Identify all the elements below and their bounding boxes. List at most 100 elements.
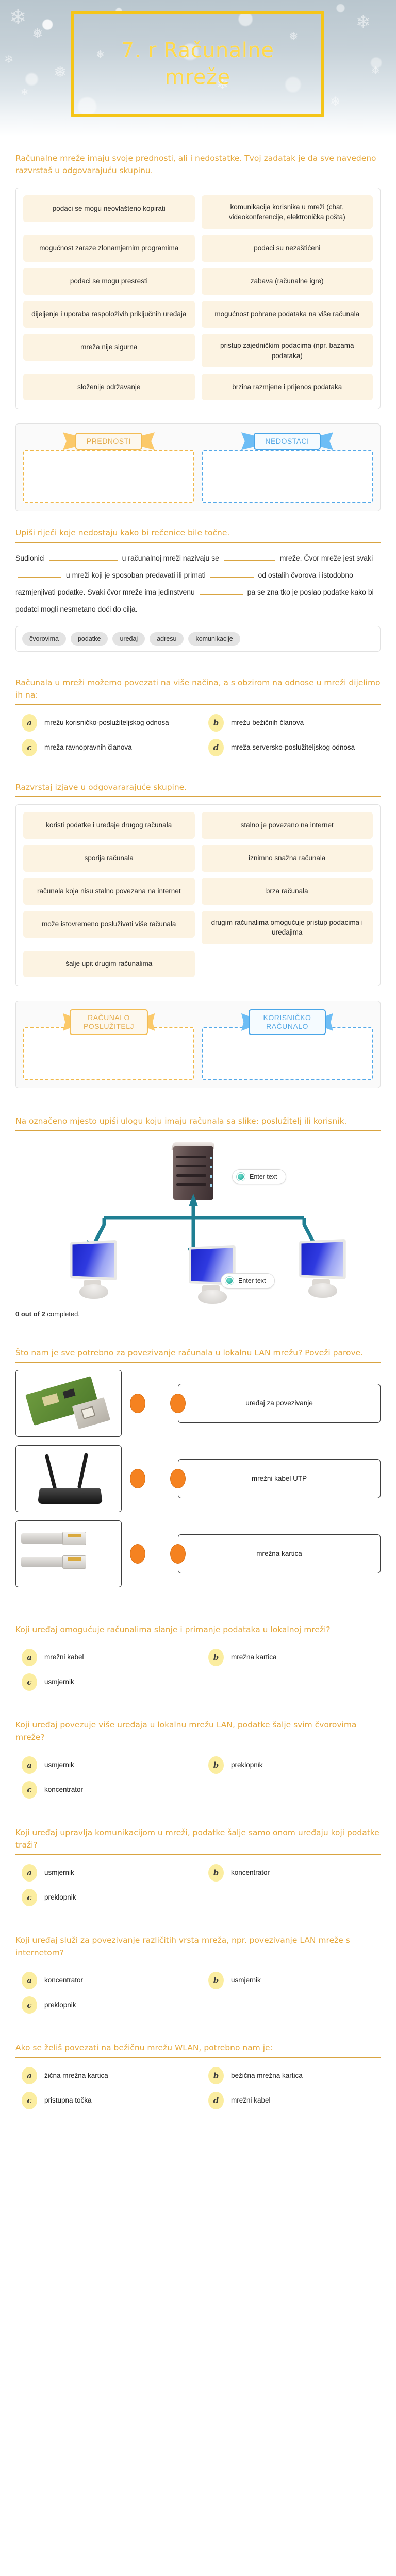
draggable-tile[interactable]: brza računala: [201, 877, 373, 905]
cloze-blank-2[interactable]: [223, 553, 275, 561]
draggable-tile[interactable]: računala koja nisu stalno povezana na in…: [23, 877, 195, 905]
draggable-tile[interactable]: sporija računala: [23, 844, 195, 872]
option-b[interactable]: b preklopnik: [202, 1756, 381, 1774]
option-key-bubble: b: [208, 1649, 224, 1667]
word-chip[interactable]: podatke: [70, 632, 108, 646]
match-label[interactable]: mrežni kabel UTP: [178, 1459, 381, 1499]
cloze-blank-5[interactable]: [199, 587, 243, 595]
word-chip[interactable]: adresu: [150, 632, 184, 646]
draggable-tile[interactable]: mreža nije sigurna: [23, 334, 195, 361]
option-a[interactable]: a usmjernik: [15, 1756, 194, 1774]
option-label: mreža serversko-poslužiteljskog odnosa: [231, 743, 355, 751]
option-key-bubble: a: [22, 1756, 37, 1774]
option-a[interactable]: a mrežni kabel: [15, 1649, 194, 1667]
snowflake-icon: ❅: [32, 26, 43, 41]
server-slot: [176, 1156, 206, 1159]
match-right: uređaj za povezivanje: [170, 1370, 381, 1437]
monitor-screen: [299, 1239, 346, 1280]
dropzone-label: NEDOSTACI: [254, 432, 321, 450]
dropzone-label: PREDNOSTI: [75, 432, 142, 450]
match-connector-dot[interactable]: [130, 1394, 145, 1414]
cloze-text-part: u mreži koji je sposoban predavati ili p…: [65, 571, 206, 580]
question-4: Razvrstaj izjave u odgovararajuće skupin…: [15, 756, 381, 1089]
cloze-text-part: od ostalih čvorova i istodobno razmjenji…: [15, 571, 353, 597]
match-connector-dot[interactable]: [130, 1544, 145, 1564]
word-chip[interactable]: uređaj: [112, 632, 145, 646]
dropzone-korisnicko-racunalo[interactable]: KORISNIČKO RAČUNALO: [202, 1009, 373, 1081]
option-c[interactable]: c koncentrator: [15, 1781, 194, 1799]
draggable-tile[interactable]: mogućnost pohrane podataka na više račun…: [201, 301, 373, 328]
drop-target[interactable]: [202, 450, 373, 504]
dropzone-racunalo-posluzitelj[interactable]: RAČUNALO POSLUŽITELJ: [23, 1009, 194, 1081]
match-label[interactable]: uređaj za povezivanje: [178, 1384, 381, 1423]
option-a[interactable]: a usmjernik: [15, 1864, 194, 1882]
server-image: [169, 1140, 218, 1201]
drop-target[interactable]: [23, 450, 194, 504]
option-b[interactable]: b koncentrator: [202, 1864, 381, 1882]
option-d[interactable]: d mreža serversko-poslužiteljskog odnosa: [202, 738, 381, 756]
option-b[interactable]: b bežična mrežna kartica: [202, 2067, 381, 2085]
option-label: koncentrator: [44, 1786, 84, 1794]
cloze-blank-1[interactable]: [49, 553, 118, 561]
dropzone-prednosti[interactable]: PREDNOSTI: [23, 432, 194, 504]
draggable-tile[interactable]: brzina razmjene i prijenos podataka: [201, 374, 373, 401]
draggable-tile[interactable]: može istovremeno posluživati više računa…: [23, 910, 195, 938]
option-b[interactable]: b mrežu bežičnih članova: [202, 714, 381, 732]
match-left: [15, 1445, 170, 1513]
cloze-blank-4[interactable]: [210, 570, 254, 578]
divider: [15, 1362, 381, 1363]
option-c[interactable]: c preklopnik: [15, 1889, 194, 1907]
hotspot-placeholder: Enter text: [250, 1173, 277, 1181]
draggable-tile[interactable]: podaci su nezaštićeni: [201, 235, 373, 262]
match-left: [15, 1520, 170, 1588]
option-c[interactable]: c preklopnik: [15, 1996, 194, 2014]
hotspot-input-client[interactable]: Enter text: [221, 1273, 275, 1289]
draggable-tile[interactable]: komunikacija korisnika u mreži (chat, vi…: [201, 195, 373, 229]
option-a[interactable]: a mrežu korisničko-poslužiteljskog odnos…: [15, 714, 194, 732]
server-body: [173, 1146, 213, 1200]
draggable-tile[interactable]: zabava (računalne igre): [201, 268, 373, 295]
option-c[interactable]: c mreža ravnopravnih članova: [15, 738, 194, 756]
option-a[interactable]: a koncentrator: [15, 1972, 194, 1990]
drop-target[interactable]: [23, 1027, 194, 1081]
divider: [15, 1854, 381, 1855]
word-chip[interactable]: komunikacije: [188, 632, 240, 646]
snowflake-icon: ❅: [54, 64, 67, 81]
option-b[interactable]: b usmjernik: [202, 1972, 381, 1990]
question-10: Koji uređaj služi za povezivanje različi…: [15, 1906, 381, 2014]
cloze-blank-3[interactable]: [18, 570, 61, 578]
draggable-tile[interactable]: dijeljenje i uporaba raspoloživih priklj…: [23, 301, 195, 328]
option-a[interactable]: a žična mrežna kartica: [15, 2067, 194, 2085]
match-connector-dot[interactable]: [130, 1469, 145, 1489]
match-connector-dot[interactable]: [170, 1469, 186, 1489]
drop-target[interactable]: [202, 1027, 373, 1081]
draggable-tile[interactable]: drugim računalima omogućuje pristup poda…: [201, 910, 373, 945]
draggable-tile[interactable]: koristi podatke i uređaje drugog računal…: [23, 811, 195, 839]
draggable-tile[interactable]: pristup zajedničkim podacima (npr. bazam…: [201, 334, 373, 368]
draggable-tile[interactable]: podaci se mogu neovlašteno kopirati: [23, 195, 195, 223]
q4-dropzones: RAČUNALO POSLUŽITELJ KORISNIČKO RAČUNALO: [15, 1001, 381, 1089]
hotspot-input-server[interactable]: Enter text: [232, 1169, 286, 1185]
match-connector-dot[interactable]: [170, 1394, 186, 1414]
server-led: [210, 1184, 212, 1188]
option-d[interactable]: d mrežni kabel: [202, 2092, 381, 2110]
option-c[interactable]: c pristupna točka: [15, 2092, 194, 2110]
draggable-tile[interactable]: stalno je povezano na internet: [201, 811, 373, 839]
draggable-tile[interactable]: mogućnost zaraze zlonamjernim programima: [23, 235, 195, 262]
match-label[interactable]: mrežna kartica: [178, 1534, 381, 1574]
match-connector-dot[interactable]: [170, 1544, 186, 1564]
option-c[interactable]: c usmjernik: [15, 1673, 194, 1691]
option-label: preklopnik: [231, 1761, 263, 1769]
draggable-tile[interactable]: podaci se mogu presresti: [23, 268, 195, 295]
option-label: usmjernik: [44, 1761, 74, 1769]
draggable-tile[interactable]: složenije održavanje: [23, 374, 195, 401]
progress-suffix: completed.: [45, 1310, 80, 1318]
snowflake-icon: ❄: [4, 53, 14, 65]
question-6: Što nam je sve potrebno za povezivanje r…: [15, 1318, 381, 1588]
draggable-tile[interactable]: šalje upit drugim računalima: [23, 951, 195, 978]
monitor-base: [198, 1290, 227, 1304]
draggable-tile[interactable]: iznimno snažna računala: [201, 844, 373, 872]
dropzone-nedostaci[interactable]: NEDOSTACI: [202, 432, 373, 504]
option-b[interactable]: b mrežna kartica: [202, 1649, 381, 1667]
word-chip[interactable]: čvorovima: [22, 632, 66, 646]
